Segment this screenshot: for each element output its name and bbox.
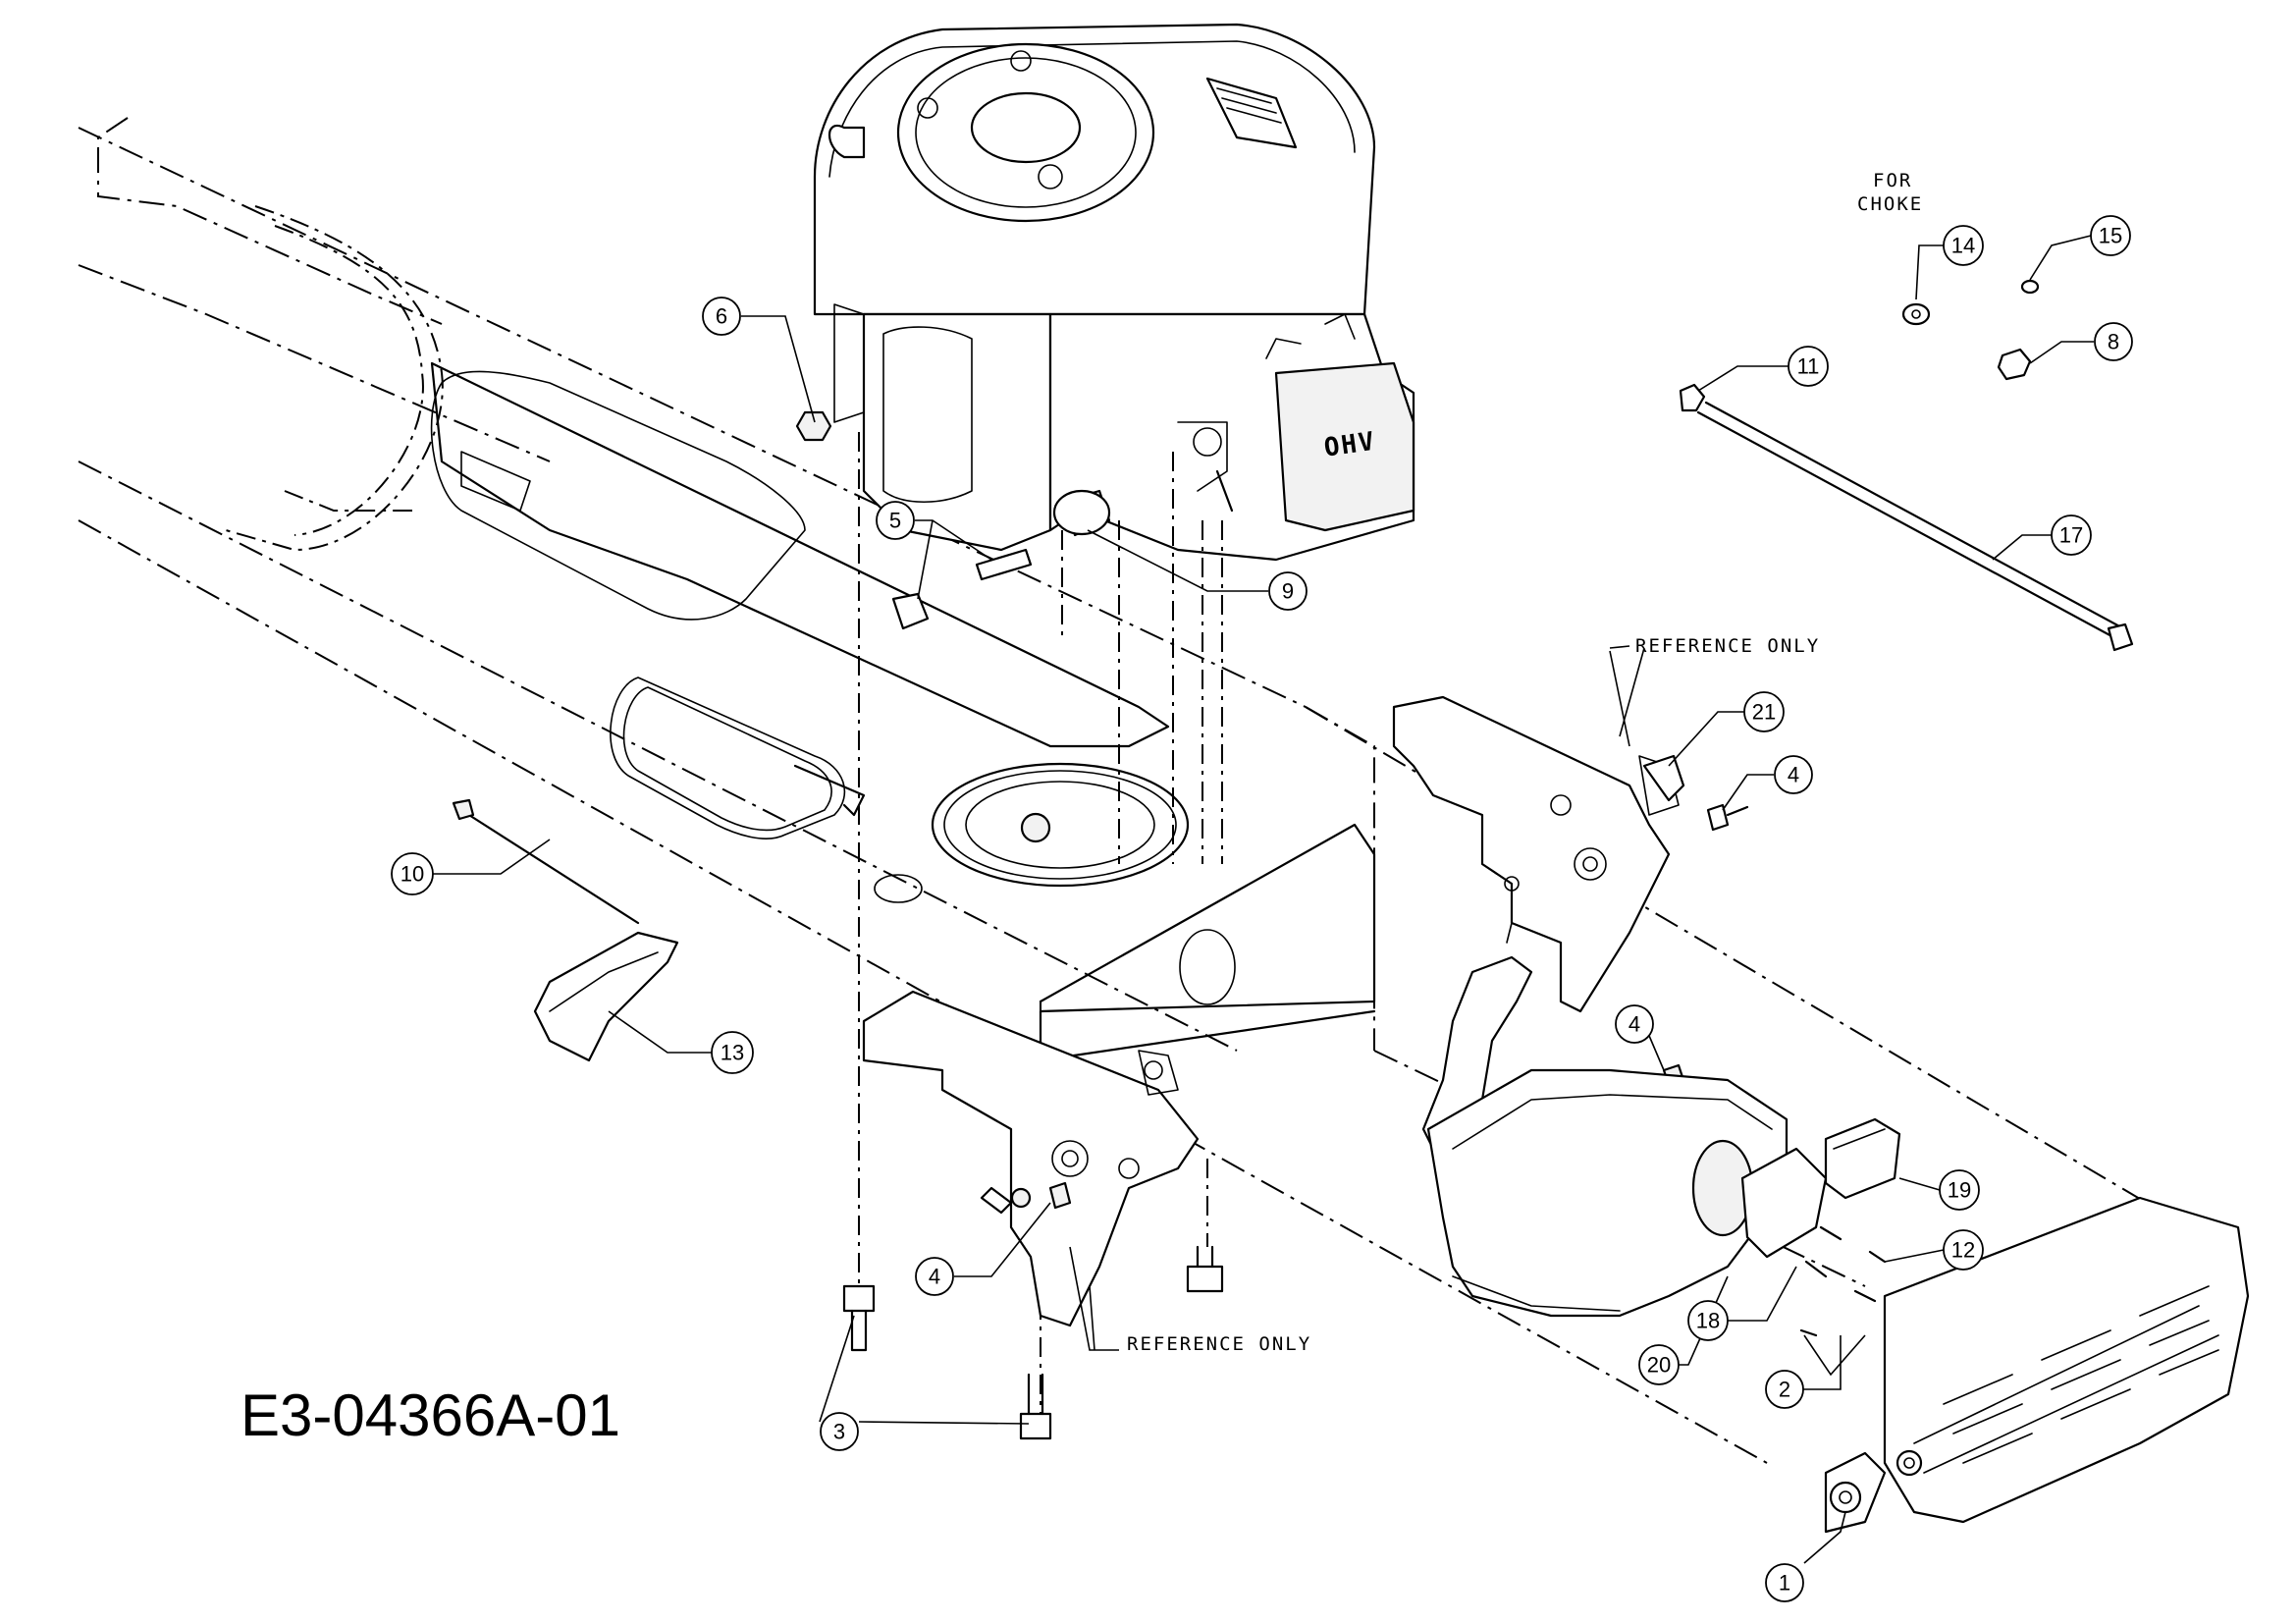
svg-text:18: 18: [1696, 1309, 1720, 1333]
svg-text:8: 8: [2108, 330, 2119, 354]
callout-14: 14: [1943, 225, 1984, 266]
svg-text:13: 13: [721, 1041, 744, 1065]
svg-text:6: 6: [716, 304, 727, 329]
callout-6: 6: [702, 297, 741, 336]
svg-text:11: 11: [1797, 354, 1820, 379]
svg-text:20: 20: [1647, 1353, 1671, 1378]
callout-3: 3: [820, 1412, 859, 1451]
note-for: FOR: [1873, 170, 1912, 191]
engine: OHV: [803, 23, 1415, 562]
callout-4-lower: 4: [915, 1257, 954, 1296]
drawing-number: E3-04366A-01: [240, 1382, 620, 1448]
callout-4-upper: 4: [1774, 755, 1813, 794]
callout-12: 12: [1943, 1229, 1984, 1271]
engine-badge-text: OHV: [1322, 427, 1378, 463]
svg-text:4: 4: [1788, 763, 1799, 787]
frame-plate: [430, 361, 1376, 1062]
callout-9: 9: [1268, 571, 1308, 611]
svg-text:21: 21: [1752, 700, 1776, 725]
callout-17: 17: [2051, 514, 2092, 556]
svg-text:12: 12: [1951, 1238, 1975, 1263]
svg-text:9: 9: [1282, 579, 1294, 604]
callout-11: 11: [1788, 346, 1829, 387]
svg-text:15: 15: [2099, 224, 2122, 248]
callout-20: 20: [1638, 1344, 1680, 1385]
svg-text:17: 17: [2059, 523, 2083, 548]
callout-19: 19: [1939, 1169, 1980, 1211]
callout-15: 15: [2090, 215, 2131, 256]
callout-10: 10: [391, 852, 434, 895]
svg-text:14: 14: [1951, 234, 1975, 258]
svg-text:3: 3: [833, 1420, 845, 1444]
bracket-upper-reference: [1392, 695, 1680, 1013]
bracket-lower-reference: [862, 990, 1200, 1327]
callout-13: 13: [711, 1031, 754, 1074]
svg-text:19: 19: [1948, 1178, 1971, 1203]
callout-4-muffler: 4: [1615, 1004, 1654, 1044]
note-choke: CHOKE: [1857, 193, 1923, 215]
callout-5: 5: [876, 501, 915, 540]
callout-1: 1: [1765, 1563, 1804, 1602]
callout-18: 18: [1687, 1300, 1729, 1341]
svg-text:4: 4: [929, 1265, 940, 1289]
callout-8: 8: [2094, 322, 2133, 361]
callout-21: 21: [1743, 691, 1785, 732]
svg-text:10: 10: [400, 862, 424, 887]
svg-text:5: 5: [889, 509, 901, 533]
svg-text:1: 1: [1779, 1571, 1790, 1596]
leaders: [432, 235, 2094, 1564]
callout-2: 2: [1765, 1370, 1804, 1409]
note-reference-only-upper: REFERENCE ONLY: [1635, 635, 1820, 657]
svg-text:2: 2: [1779, 1378, 1790, 1402]
note-reference-only-lower: REFERENCE ONLY: [1127, 1333, 1311, 1355]
svg-text:4: 4: [1629, 1012, 1640, 1037]
hardware: [452, 279, 2134, 1440]
muffler: [1421, 955, 2250, 1534]
